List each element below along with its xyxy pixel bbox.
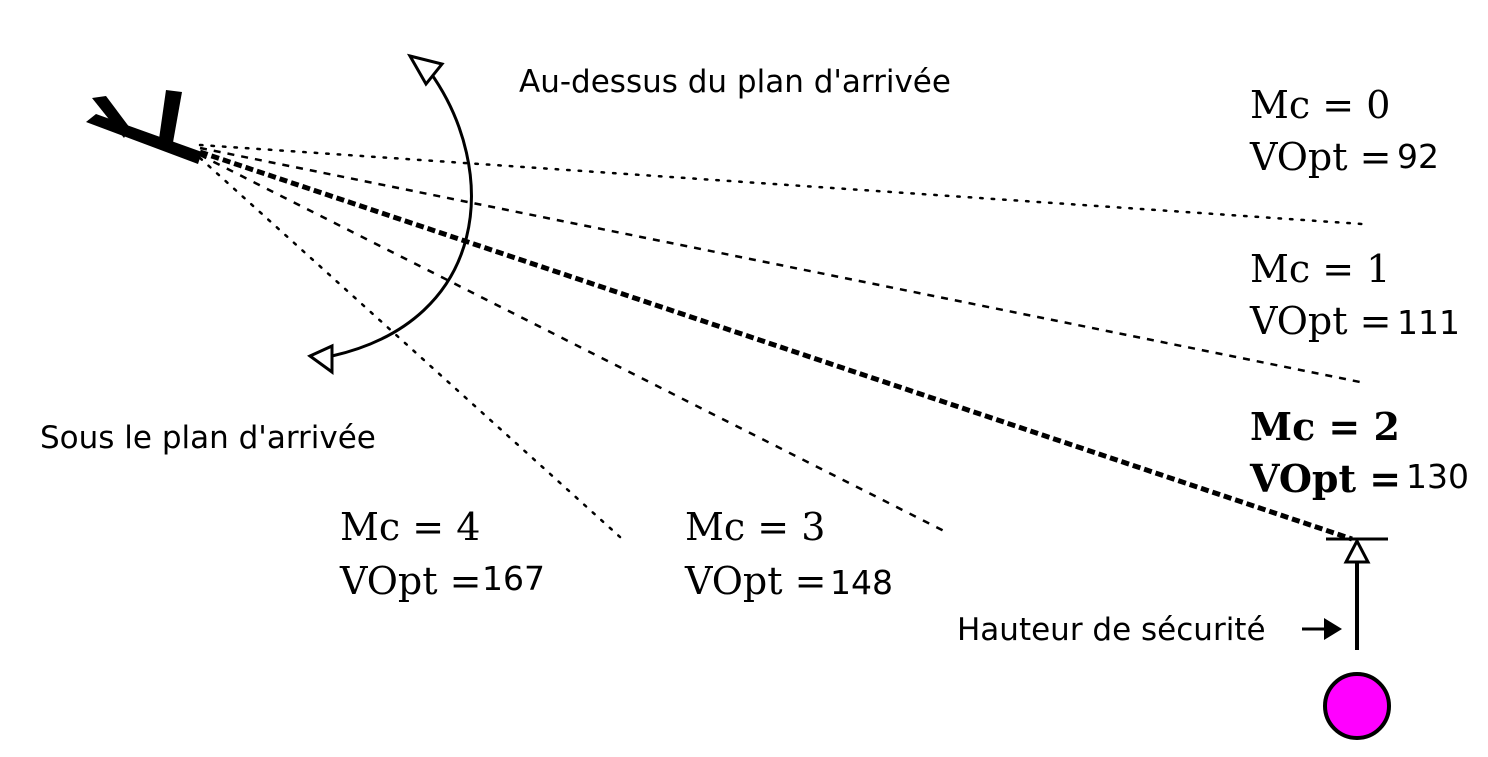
mc4-vopt-value: 167 [482, 559, 545, 598]
mc0-vopt-value: 92 [1397, 137, 1439, 176]
safety-height-arrowhead-icon [1343, 537, 1371, 564]
mc4-vopt-label: VOpt = [339, 559, 481, 603]
safety-height-label: Hauteur de sécurité [957, 612, 1266, 648]
mc2-vopt-value: 130 [1406, 457, 1469, 496]
glide-line-mc2 [199, 149, 1353, 542]
mc4-label: Mc = 4 [340, 505, 480, 549]
mc0-label: Mc = 0 [1250, 83, 1390, 127]
mc2-label: Mc = 2 [1250, 404, 1400, 449]
glide-line-mc4 [198, 156, 622, 539]
mc0-vopt-label: VOpt = [1249, 135, 1391, 179]
curved-double-arrow [331, 71, 473, 358]
mc1-vopt-value: 111 [1397, 303, 1460, 342]
below-plane-label: Sous le plan d'arrivée [40, 420, 376, 456]
mc3-vopt-label: VOpt = [684, 559, 826, 603]
arrowhead-up-icon [406, 53, 445, 87]
above-plane-label: Au-dessus du plan d'arrivée [519, 64, 951, 100]
glide-line-mc1 [199, 146, 1361, 384]
glide-line-mc3 [199, 153, 949, 535]
mc1-vopt-label: VOpt = [1249, 299, 1391, 343]
pointer-arrow-icon [1302, 618, 1342, 640]
mc1-label: Mc = 1 [1250, 247, 1390, 291]
mc3-vopt-value: 148 [830, 563, 893, 602]
arrowhead-down-icon [307, 343, 334, 375]
goal-marker-icon [1323, 672, 1391, 740]
glider-icon [86, 90, 202, 164]
mc2-vopt-label: VOpt = [1249, 456, 1401, 501]
mc3-label: Mc = 3 [685, 505, 825, 549]
